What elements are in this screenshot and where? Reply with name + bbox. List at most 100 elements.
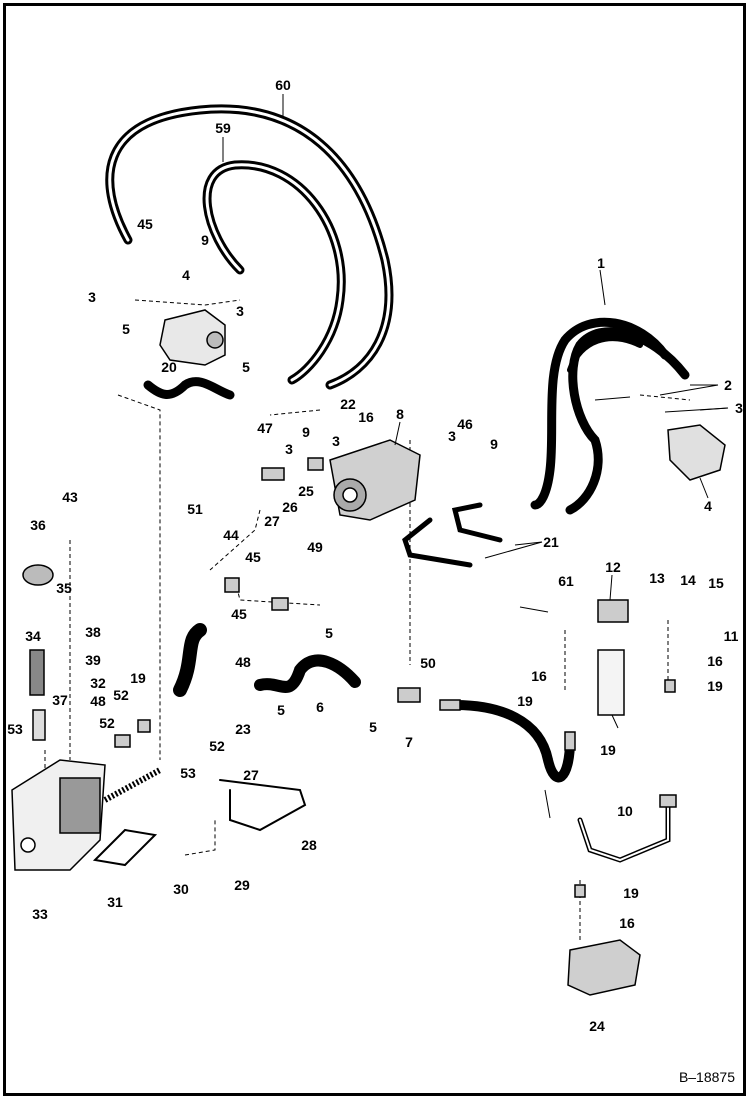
cap-37 — [22, 564, 54, 586]
frame-28 — [219, 779, 307, 832]
hose-1-a — [530, 317, 670, 510]
callout-29: 28 — [301, 837, 317, 853]
callout-9-b: 9 — [302, 424, 310, 440]
hose-60 — [567, 335, 643, 373]
callout-54: 59 — [215, 120, 231, 136]
strainer-35 — [29, 649, 45, 696]
callout-19-c: 19 — [623, 885, 639, 901]
callout-1: 1 — [597, 255, 605, 271]
callout-23: 23 — [235, 721, 251, 737]
valve-24 — [567, 939, 641, 996]
callout-3-c: 3 — [735, 400, 743, 416]
callout-3-b: 3 — [236, 303, 244, 319]
diagram-frame — [3, 3, 746, 1096]
callout-16-d: 16 — [619, 915, 635, 931]
callout-36: 35 — [56, 580, 72, 596]
pump-4-upper — [159, 309, 226, 366]
callout-45-b: 46 — [457, 416, 473, 432]
callout-50: 51 — [187, 501, 203, 517]
callout-24: 24 — [589, 1018, 605, 1034]
callout-53: 53 — [180, 765, 196, 781]
callout-11: 11 — [723, 628, 739, 644]
tube-58 — [451, 502, 503, 543]
callout-13: 13 — [649, 570, 665, 586]
callout-47: 48 — [235, 654, 251, 670]
shield-32 — [92, 828, 158, 867]
callout-32: 31 — [107, 894, 123, 910]
tube-59 — [402, 517, 473, 568]
callout-27: 27 — [264, 513, 280, 529]
callout-16-c: 16 — [531, 668, 547, 684]
callout-39: 38 — [85, 624, 101, 640]
callout-8: 8 — [396, 406, 404, 422]
callout-3-d: 3 — [448, 428, 456, 444]
callout-10: 10 — [617, 803, 633, 819]
callout-41: 43 — [62, 489, 78, 505]
reference-code: B–18875 — [678, 1069, 735, 1085]
callout-52-a: 52 — [209, 738, 225, 754]
hose-1-b — [565, 327, 690, 515]
callout-48: 49 — [307, 539, 323, 555]
callout-31: 30 — [173, 881, 189, 897]
hose-6 — [254, 654, 361, 693]
hose-61 — [450, 700, 575, 783]
callout-45-a: 45 — [137, 216, 153, 232]
callout-33: 32 — [90, 675, 106, 691]
callout-38: 37 — [52, 692, 68, 708]
callout-14: 14 — [680, 572, 696, 588]
callout-46: 48 — [90, 693, 106, 709]
callout-43: 45 — [231, 606, 247, 622]
callout-40: 39 — [85, 652, 101, 668]
callout-35: 34 — [25, 628, 41, 644]
callout-28: 27 — [243, 767, 259, 783]
callout-3-f: 3 — [285, 441, 293, 457]
callout-26: 26 — [282, 499, 298, 515]
callout-15: 15 — [708, 575, 724, 591]
callout-9-a: 9 — [201, 232, 209, 248]
hose-47 — [173, 623, 207, 697]
callout-5-b: 5 — [242, 359, 250, 375]
callout-20: 20 — [161, 359, 177, 375]
callout-6: 6 — [316, 699, 324, 715]
callout-3-a: 3 — [88, 289, 96, 305]
filter-18 — [597, 649, 625, 716]
callout-49: 50 — [420, 655, 436, 671]
callout-34: 33 — [32, 906, 48, 922]
callout-5-c: 5 — [325, 625, 333, 641]
callout-17: 19 — [130, 670, 146, 686]
callout-18: 19 — [600, 742, 616, 758]
callout-42: 44 — [223, 527, 239, 543]
callout-5-d: 5 — [277, 702, 285, 718]
callout-56: 61 — [558, 573, 574, 589]
callout-21: 21 — [543, 534, 559, 550]
callout-19-a: 19 — [707, 678, 723, 694]
filter-base-12 — [597, 599, 629, 623]
callout-16-b: 16 — [707, 653, 723, 669]
callout-5-e: 5 — [369, 719, 377, 735]
callout-4-b: 4 — [704, 498, 712, 514]
callout-3-e: 3 — [332, 433, 340, 449]
callout-2: 2 — [724, 377, 732, 393]
callout-4-a: 4 — [182, 267, 190, 283]
motor-4-right — [667, 424, 726, 481]
hose-55 — [105, 104, 394, 390]
callout-19-b: 19 — [517, 693, 533, 709]
callout-5-a: 5 — [122, 321, 130, 337]
hose-20 — [143, 377, 235, 400]
callout-12: 12 — [605, 559, 621, 575]
callout-51: 52 — [113, 687, 129, 703]
callout-45-c: 47 — [257, 420, 273, 436]
callout-52-b: 52 — [99, 715, 115, 731]
callout-44: 45 — [245, 549, 261, 565]
callout-55: 60 — [275, 77, 291, 93]
callout-25: 25 — [298, 483, 314, 499]
callout-30: 29 — [234, 877, 250, 893]
hose-54 — [202, 160, 346, 385]
callout-52-c: 53 — [7, 721, 23, 737]
callout-37: 36 — [30, 517, 46, 533]
callout-9-c: 9 — [490, 436, 498, 452]
callout-16-a: 16 — [358, 409, 374, 425]
callout-22: 22 — [340, 396, 356, 412]
callout-7: 7 — [405, 734, 413, 750]
